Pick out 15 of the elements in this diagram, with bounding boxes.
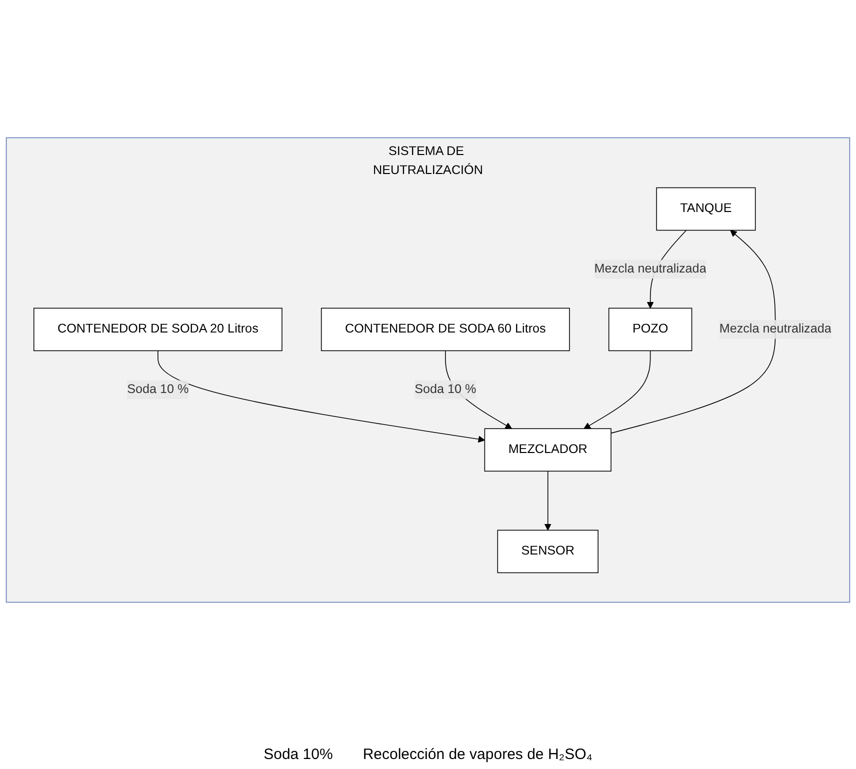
edge-label: Soda 10 % [127,382,189,396]
arrow [584,350,651,429]
arrow [158,350,486,443]
edge-label: Soda 10 % [414,382,476,396]
node-box: CONTENEDOR DE SODA 60 Litros [320,308,570,352]
edge-label: Mezcla neutralizada [719,322,832,336]
node-box: CONTENEDOR DE SODA 20 Litros [33,308,282,352]
node-box: POZO [608,308,692,352]
node-box: SENSOR [497,530,598,574]
arrow [544,470,552,531]
edge-label: Mezcla neutralizada [594,262,706,276]
node-box: TANQUE [656,187,756,231]
node-box: MEZCLADOR [484,428,612,472]
flow-note: Soda 10% [264,746,333,763]
flow-note: Recolección de vapores de H₂SO₄ [362,746,592,763]
